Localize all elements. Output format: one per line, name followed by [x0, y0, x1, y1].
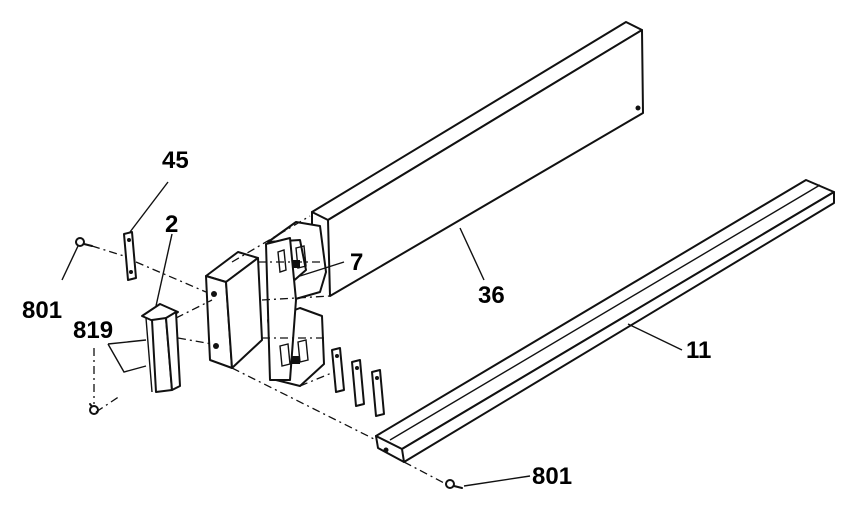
part-11-lower-rail: [375, 179, 835, 463]
label-2: 2: [165, 211, 178, 238]
part-2-channel-bracket: [141, 303, 181, 393]
label-801-bottom: 801: [532, 463, 572, 490]
right-plates-set: [331, 347, 385, 417]
label-819: 819: [73, 317, 113, 344]
label-36: 36: [478, 282, 505, 309]
assembly-lines: [91, 215, 447, 485]
screw-801-bottom: [445, 479, 463, 489]
part-36-upper-rail: [311, 21, 644, 297]
screw-801-left: [75, 237, 93, 247]
leader-lines: [61, 181, 683, 487]
label-7: 7: [350, 249, 363, 276]
end-mounting-block: [205, 251, 263, 369]
part-7-hanger-bracket: [265, 221, 327, 387]
label-45: 45: [162, 147, 189, 174]
screw-819: [89, 403, 99, 415]
part-45-plate: [123, 231, 137, 281]
label-801-left: 801: [22, 297, 62, 324]
callout-labels: 45 2 801 819 7 36 11 801: [22, 147, 711, 490]
label-11: 11: [686, 337, 711, 364]
